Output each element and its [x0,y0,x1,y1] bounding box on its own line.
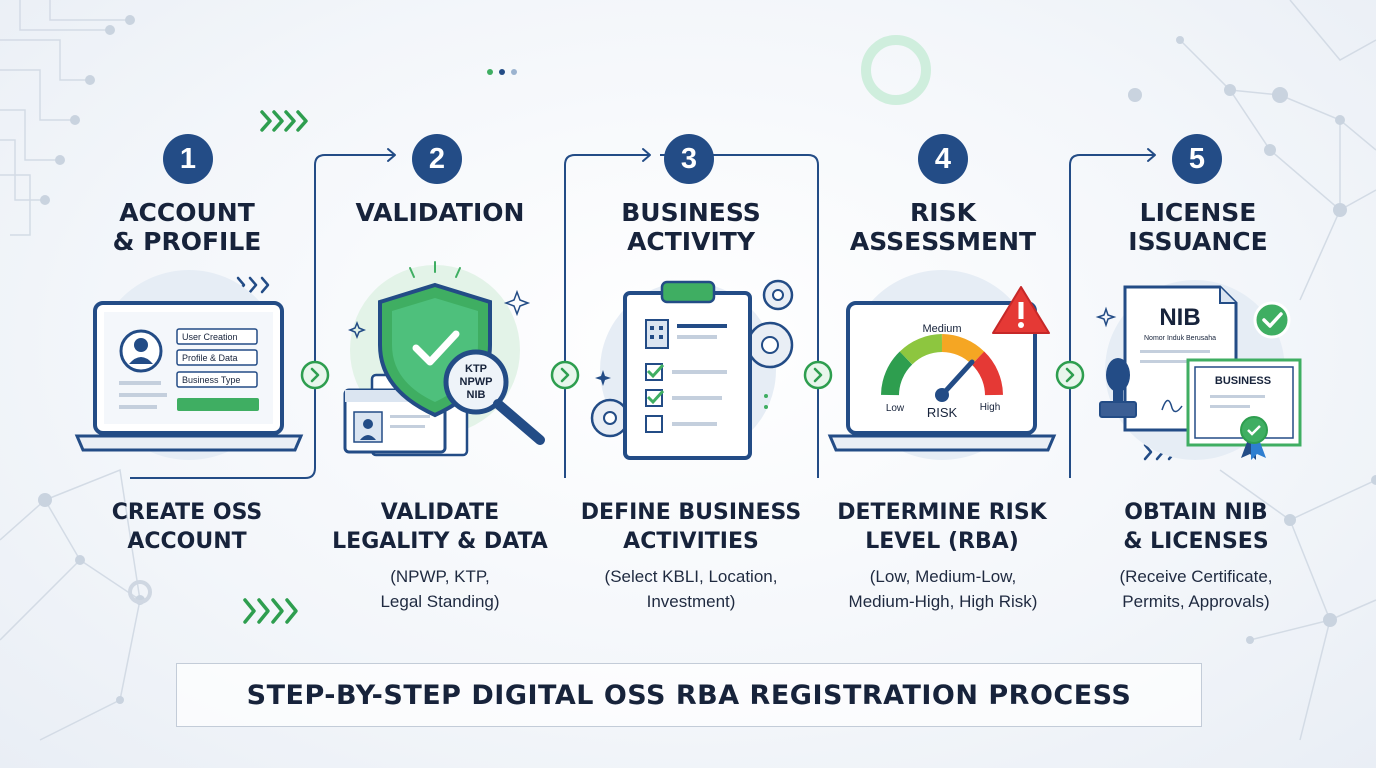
step-5-detail: (Receive Certificate, Permits, Approvals… [1071,564,1321,614]
magnifier-nib-label: NIB [467,389,486,401]
clipboard-checklist-icon [590,279,794,460]
connector-nodes [300,360,1085,390]
step-4-action: DETERMINE RISK LEVEL (RBA) [822,498,1062,556]
step-2-action: VALIDATE LEGALITY & DATA [320,498,560,556]
step-5-action-line-1: OBTAIN NIB [1124,500,1268,525]
footer-title: STEP-BY-STEP DIGITAL OSS RBA REGISTRATIO… [246,679,1132,711]
step-2-detail: (NPWP, KTP, Legal Standing) [315,564,565,614]
step-5-title-line-2: ISSUANCE [1128,227,1268,256]
form-field-user-creation: User Creation [182,332,238,342]
form-field-profile-data: Profile & Data [182,353,238,363]
step-3-action-line-1: DEFINE BUSINESS [580,500,802,525]
nib-fullname: Nomor Induk Berusaha [1144,335,1216,342]
warning-icon [992,286,1050,334]
gauge-medium-label: Medium [922,323,961,335]
step-4-detail: (Low, Medium-Low, Medium-High, High Risk… [818,564,1068,614]
step-5-action: OBTAIN NIB & LICENSES [1076,498,1316,556]
step-1-title-line-2: & PROFILE [112,227,262,256]
step-3-title-line-2: ACTIVITY [627,227,755,256]
step-1-action-line-2: ACCOUNT [127,529,247,554]
step-3-detail-line-2: Investment) [646,592,736,611]
step-3-title-line-1: BUSINESS [621,198,761,227]
step-3-title: BUSINESS ACTIVITY [566,198,816,256]
step-2-detail-line-1: (NPWP, KTP, [390,567,490,586]
step-3-detail-line-1: (Select KBLI, Location, [604,567,778,586]
step-1-number: 1 [163,134,213,184]
step-3-number: 3 [664,134,714,184]
step-2-action-line-2: LEGALITY & DATA [332,529,548,554]
gauge-risk-label: RISK [927,405,958,420]
magnifier-npwp-label: NPWP [460,376,493,388]
business-certificate-label: BUSINESS [1215,375,1271,387]
step-4-title-line-1: RISK [910,198,976,227]
footer-banner: STEP-BY-STEP DIGITAL OSS RBA REGISTRATIO… [176,663,1202,727]
step-4-detail-line-2: Medium-High, High Risk) [848,592,1038,611]
step-1-action: CREATE OSS ACCOUNT [67,498,307,556]
magnifier-ktp-label: KTP [465,363,487,375]
step-4-title: RISK ASSESSMENT [818,198,1068,256]
step-4-detail-line-1: (Low, Medium-Low, [869,567,1017,586]
step-3-action-line-2: ACTIVITIES [623,529,759,554]
step-3-detail: (Select KBLI, Location, Investment) [566,564,816,614]
nib-label: NIB [1159,304,1200,331]
step-4-title-line-2: ASSESSMENT [849,227,1037,256]
step-5-action-line-2: & LICENSES [1123,529,1269,554]
gauge-high-label: High [980,402,1001,413]
step-1-title: ACCOUNT & PROFILE [62,198,312,256]
step-5-number: 5 [1172,134,1222,184]
step-5-title: LICENSE ISSUANCE [1073,198,1323,256]
certificate-stamp-icon: NIB Nomor Induk Berusaha BUSINESS [1095,280,1302,460]
step-1-title-line-1: ACCOUNT [119,198,255,227]
step-3-action: DEFINE BUSINESS ACTIVITIES [571,498,811,556]
step-5-title-line-1: LICENSE [1139,198,1257,227]
step-5-detail-line-1: (Receive Certificate, [1119,567,1273,586]
step-4-number: 4 [918,134,968,184]
laptop-profile-icon: User Creation Profile & Data Business Ty… [74,270,304,460]
step-4-action-line-1: DETERMINE RISK [837,500,1047,525]
form-field-business-type: Business Type [182,375,240,385]
step-4-action-line-2: LEVEL (RBA) [865,529,1019,554]
step-2-number: 2 [412,134,462,184]
gauge-low-label: Low [886,403,905,414]
step-2-title-line-1: VALIDATION [355,198,525,227]
step-1-action-line-1: CREATE OSS [111,500,263,525]
step-2-title: VALIDATION [315,198,565,227]
stamp-icon [1099,358,1137,418]
risk-gauge-icon: Medium Low RISK High [827,270,1057,460]
shield-check-icon: KTP NPWP NIB [343,261,545,457]
step-2-action-line-1: VALIDATE [380,500,500,525]
step-5-detail-line-2: Permits, Approvals) [1122,592,1270,611]
step-2-detail-line-2: Legal Standing) [380,592,500,611]
